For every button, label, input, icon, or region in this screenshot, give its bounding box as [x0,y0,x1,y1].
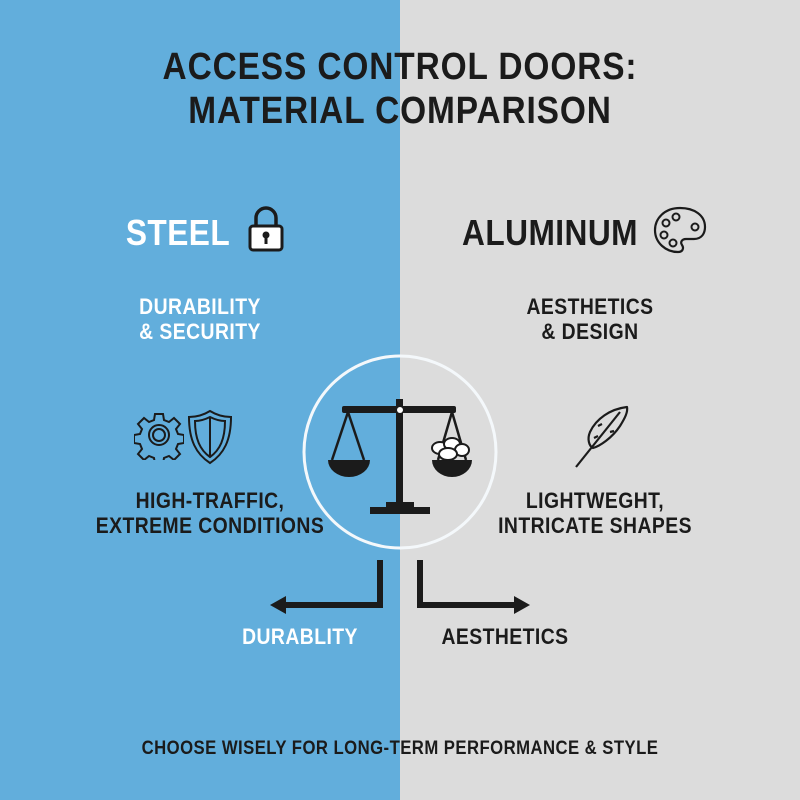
aluminum-subtitle-line-1: AESTHETICS [526,294,654,319]
balance-scale-icon [302,354,498,550]
title-line-1: ACCESS CONTROL DOORS: [162,46,638,88]
steel-subtitle-line-2: & SECURITY [139,319,261,345]
aluminum-caption: LIGHTWEGHT, INTRICATE SHAPES [476,488,714,539]
steel-heading: STEEL [125,212,231,253]
aesthetics-arrow-icon [417,560,530,614]
palette-icon [653,206,707,254]
steel-subtitle-line-1: DURABILITY [139,294,261,319]
aluminum-caption-line-1: LIGHTWEGHT, [525,488,665,513]
feather-icon [575,405,629,468]
steel-subtitle: DURABILITY & SECURITY [121,294,279,345]
aesthetics-label: AESTHETICS [441,624,569,649]
gear-icon [134,413,184,460]
aluminum-subtitle-line-2: & DESIGN [541,319,639,345]
durability-label: DURABLITY [242,624,358,649]
aluminum-panel [400,0,800,800]
title-line-2: MATERIAL COMPARISON [188,89,612,132]
aluminum-heading: ALUMINUM [462,212,638,253]
aluminum-caption-line-2: INTRICATE SHAPES [498,513,692,539]
aluminum-subtitle: AESTHETICS & DESIGN [511,294,669,345]
padlock-icon [248,206,284,252]
footer-tagline: CHOOSE WISELY FOR LONG-TERM PERFORMANCE … [141,738,659,759]
durability-arrow-icon [270,560,383,614]
steel-caption: HIGH-TRAFFIC, EXTREME CONDITIONS [87,488,333,539]
page-title: ACCESS CONTROL DOORS: MATERIAL COMPARISO… [48,46,752,133]
steel-caption-line-2: EXTREME CONDITIONS [95,513,325,539]
steel-panel [0,0,400,800]
steel-caption-line-1: HIGH-TRAFFIC, [135,488,285,513]
shield-icon [187,409,233,465]
